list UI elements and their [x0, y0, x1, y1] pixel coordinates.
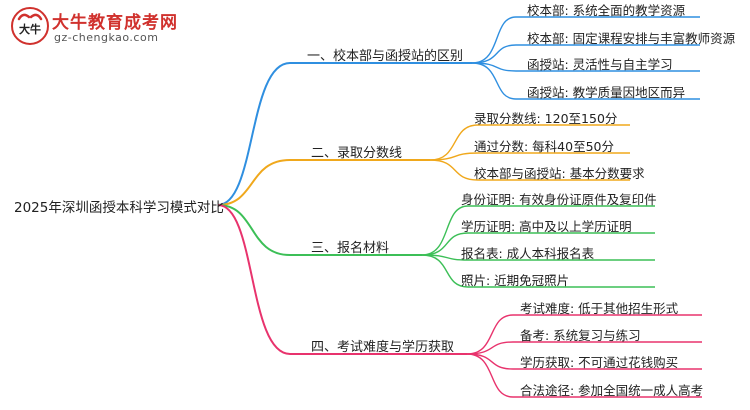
- leaf-connector: [421, 254, 655, 261]
- bull-logo-icon: 大牛: [11, 7, 49, 45]
- leaf-connector: [421, 254, 655, 288]
- leaf-connector: [421, 232, 655, 256]
- logo-mark-text: 大牛: [19, 22, 41, 36]
- leaf-topic: 通过分数: 每科40至50分: [474, 139, 614, 154]
- leaf-connector: [471, 44, 700, 64]
- logo-url: gz-chengkao.com: [54, 31, 159, 44]
- leaf-topic: 合法途径: 参加全国统一成人高考: [520, 383, 704, 398]
- branch-topic-3: 三、报名材料: [311, 241, 390, 256]
- leaf-topic: 考试难度: 低于其他招生形式: [520, 301, 679, 316]
- leaf-connector: [429, 152, 630, 161]
- branch-topic-4: 四、考试难度与学历获取: [311, 340, 455, 355]
- root-topic: 2025年深圳函授本科学习模式对比: [14, 200, 224, 216]
- leaf-topic: 函授站: 灵活性与自主学习: [527, 57, 673, 72]
- branch-connector: [217, 204, 467, 355]
- leaf-topic: 报名表: 成人本科报名表: [461, 246, 595, 261]
- leaf-connector: [466, 353, 702, 370]
- leaf-connector: [471, 62, 700, 72]
- leaf-topic: 校本部与函授站: 基本分数要求: [474, 166, 645, 181]
- leaf-connector: [421, 205, 655, 256]
- site-logo[interactable]: 大牛 大牛教育成考网 gz-chengkao.com: [10, 4, 180, 50]
- leaf-connector: [466, 314, 702, 355]
- leaf-connector: [466, 341, 702, 355]
- leaf-topic: 身份证明: 有效身份证原件及复印件: [461, 192, 657, 207]
- leaf-topic: 学历证明: 高中及以上学历证明: [461, 219, 632, 234]
- leaf-connector: [471, 16, 700, 64]
- leaf-topic: 校本部: 系统全面的教学资源: [527, 3, 686, 18]
- branch-topic-1: 一、校本部与函授站的区别: [307, 49, 464, 64]
- leaf-topic: 备考: 系统复习与练习: [520, 328, 641, 343]
- leaf-connector: [471, 62, 700, 100]
- leaf-topic: 录取分数线: 120至150分: [474, 111, 618, 126]
- leaf-connector: [466, 353, 702, 398]
- leaf-connector: [429, 124, 630, 161]
- branch-connector: [217, 204, 422, 256]
- leaf-connector: [429, 159, 630, 181]
- leaf-topic: 函授站: 教学质量因地区而异: [527, 85, 686, 100]
- leaf-topic: 学历获取: 不可通过花钱购买: [520, 355, 679, 370]
- branch-connector: [217, 159, 430, 206]
- branch-connector: [217, 62, 472, 206]
- branch-topic-2: 二、录取分数线: [311, 146, 403, 161]
- logo-title: 大牛教育成考网: [52, 13, 178, 33]
- leaf-topic: 照片: 近期免冠照片: [461, 273, 570, 288]
- leaf-topic: 校本部: 固定课程安排与丰富教师资源: [527, 31, 736, 46]
